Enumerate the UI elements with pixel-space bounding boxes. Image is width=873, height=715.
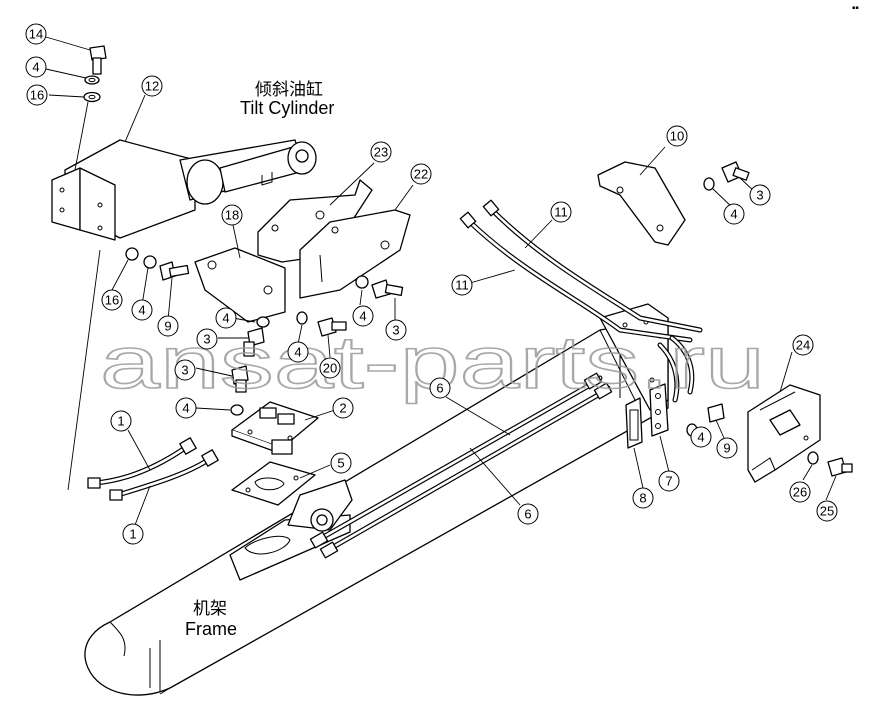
hoses-6	[309, 372, 613, 559]
plate-2	[231, 401, 319, 455]
frame-label-cn: 机架	[193, 599, 227, 618]
tilt-cylinder-label-cn: 倾斜油缸	[255, 79, 323, 99]
svg-text:6: 6	[524, 507, 531, 522]
svg-text:4: 4	[294, 345, 301, 360]
callout-3: 3	[174, 359, 196, 381]
svg-text:11: 11	[554, 205, 568, 220]
hoses-1	[87, 437, 219, 501]
hardware-10-side	[703, 161, 750, 191]
svg-text:5: 5	[337, 456, 344, 471]
callout-3: 3	[196, 328, 218, 350]
callout-24: 24	[792, 334, 814, 356]
svg-text:14: 14	[29, 27, 43, 42]
callout-3: 3	[385, 319, 407, 341]
svg-text:4: 4	[730, 207, 737, 222]
callout-9: 9	[716, 437, 738, 459]
hardware-4-3-center	[230, 316, 270, 416]
callout-6: 6	[429, 377, 451, 399]
guard-10	[597, 161, 686, 246]
callout-4: 4	[175, 397, 197, 419]
callout-1: 1	[110, 410, 132, 432]
tilt-cylinder	[51, 139, 317, 241]
svg-text:8: 8	[639, 491, 646, 506]
hardware-16-4-9	[125, 247, 190, 281]
svg-text:4: 4	[32, 60, 39, 75]
frame-label-en: Frame	[185, 619, 237, 639]
washers-4-16-top	[83, 75, 101, 103]
svg-text:25: 25	[820, 504, 834, 519]
svg-text:2: 2	[339, 401, 346, 416]
svg-text:4: 4	[359, 309, 366, 324]
callout-3: 3	[749, 184, 771, 206]
callout-12: 12	[141, 75, 163, 97]
hoses-11	[459, 199, 703, 403]
callout-14: 14	[25, 23, 47, 45]
callout-20: 20	[319, 357, 341, 379]
callout-4: 4	[215, 307, 237, 329]
svg-text:11: 11	[455, 278, 469, 293]
hardware-4-20-3	[296, 275, 404, 337]
svg-text:9: 9	[164, 319, 171, 334]
leader-lines	[45, 36, 837, 526]
cover-24	[747, 384, 821, 483]
callout-4: 4	[287, 341, 309, 363]
callout-11: 11	[451, 274, 473, 296]
callout-4: 4	[690, 426, 712, 448]
callout-26: 26	[789, 481, 811, 503]
svg-text:3: 3	[756, 188, 763, 203]
svg-text:18: 18	[225, 208, 239, 223]
svg-text:12: 12	[145, 79, 159, 94]
svg-text:4: 4	[697, 430, 704, 445]
block-7	[649, 383, 669, 437]
callout-4: 4	[352, 305, 374, 327]
callout-16: 16	[26, 84, 48, 106]
callout-8: 8	[632, 487, 654, 509]
callout-18: 18	[221, 204, 243, 226]
bracket-18	[194, 247, 286, 323]
bolt-14	[89, 45, 107, 75]
corner-mark: ▪▪	[852, 5, 859, 11]
callout-4: 4	[25, 56, 47, 78]
svg-text:10: 10	[670, 129, 684, 144]
svg-text:4: 4	[222, 311, 229, 326]
callout-2: 2	[332, 397, 354, 419]
svg-text:7: 7	[665, 474, 672, 489]
svg-text:22: 22	[414, 167, 428, 182]
svg-text:3: 3	[392, 323, 399, 338]
callout-10: 10	[666, 125, 688, 147]
svg-text:20: 20	[323, 361, 337, 376]
plate-8	[625, 397, 643, 449]
svg-text:26: 26	[793, 485, 807, 500]
callout-1: 1	[122, 523, 144, 545]
callout-23: 23	[370, 141, 392, 163]
svg-text:1: 1	[129, 527, 136, 542]
tilt-cylinder-label-en: Tilt Cylinder	[240, 98, 334, 118]
callout-11: 11	[550, 201, 572, 223]
svg-text:24: 24	[796, 338, 810, 353]
svg-text:1: 1	[117, 414, 124, 429]
callout-4: 4	[723, 203, 745, 225]
svg-text:4: 4	[138, 303, 145, 318]
svg-text:4: 4	[182, 401, 189, 416]
callout-16: 16	[101, 289, 123, 311]
callout-22: 22	[410, 163, 432, 185]
svg-text:16: 16	[105, 293, 119, 308]
svg-text:23: 23	[374, 145, 388, 160]
callout-4: 4	[131, 299, 153, 321]
callout-25: 25	[816, 500, 838, 522]
svg-text:16: 16	[30, 88, 44, 103]
bracket-22	[299, 209, 411, 299]
gasket-5	[231, 461, 316, 506]
svg-text:3: 3	[181, 363, 188, 378]
callout-7: 7	[658, 470, 680, 492]
svg-text:3: 3	[203, 332, 210, 347]
callout-6: 6	[517, 503, 539, 525]
callout-9: 9	[157, 315, 179, 337]
svg-text:6: 6	[436, 381, 443, 396]
bracket-23	[257, 179, 373, 263]
callout-5: 5	[330, 452, 352, 474]
svg-text:9: 9	[723, 441, 730, 456]
hardware-26-25	[807, 451, 853, 477]
